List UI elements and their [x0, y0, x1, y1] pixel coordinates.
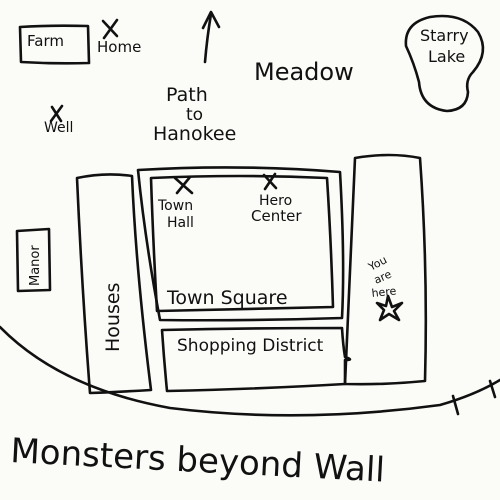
home-x-marker	[101, 18, 119, 40]
town-hall-x-marker	[173, 175, 194, 195]
path-label-line3: Hanokee	[153, 123, 236, 145]
hero-label-line1: Hero	[259, 193, 292, 209]
hero-center-x-marker	[262, 172, 278, 191]
houses-block	[75, 173, 153, 395]
north-path-arrow	[201, 10, 221, 64]
home-label: Home	[97, 38, 141, 56]
houses-label: Houses	[102, 283, 124, 352]
farm-box	[18, 24, 91, 65]
town-square-label: Town Square	[166, 287, 288, 309]
well-label: Well	[44, 120, 73, 136]
path-label-line1: Path	[166, 84, 208, 106]
town-hall-label-line2: Hall	[167, 215, 194, 231]
starry-label-line1: Starry	[420, 26, 469, 45]
starry-label-line2: Lake	[428, 47, 465, 66]
starry-lake-outline	[404, 14, 485, 113]
you-are-here-star	[375, 294, 404, 322]
wall-gate-marks	[451, 379, 497, 416]
you-label-line3: here	[371, 284, 397, 300]
meadow-label: Meadow	[254, 58, 354, 86]
town-wall	[0, 325, 500, 417]
well-x-marker	[49, 104, 64, 123]
shopping-label: Shopping District	[177, 336, 324, 356]
monsters-label: Monsters beyond Wall	[10, 431, 386, 491]
farm-label: Farm	[27, 32, 64, 50]
central-block-outer	[136, 166, 345, 322]
east-block	[343, 153, 428, 386]
manor-box	[15, 227, 52, 293]
manor-label: Manor	[28, 245, 43, 286]
path-label-line2: to	[186, 105, 203, 125]
town-hall-label-line1: Town	[157, 198, 193, 214]
shopping-district-block	[160, 326, 352, 393]
hero-label-line2: Center	[251, 207, 302, 225]
